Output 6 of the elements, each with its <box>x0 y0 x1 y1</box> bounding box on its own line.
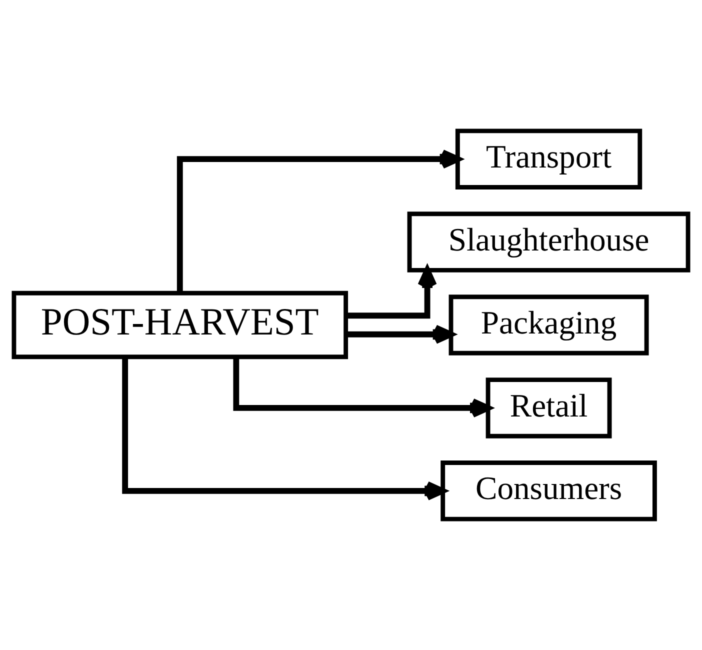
node-box: Transport <box>455 128 642 190</box>
node-box: Retail <box>486 378 612 438</box>
node-box: Packaging <box>448 294 649 356</box>
node-box: Slaughterhouse <box>407 212 690 272</box>
node-box: POST-HARVEST <box>12 290 348 360</box>
node-box: Consumers <box>440 460 657 522</box>
